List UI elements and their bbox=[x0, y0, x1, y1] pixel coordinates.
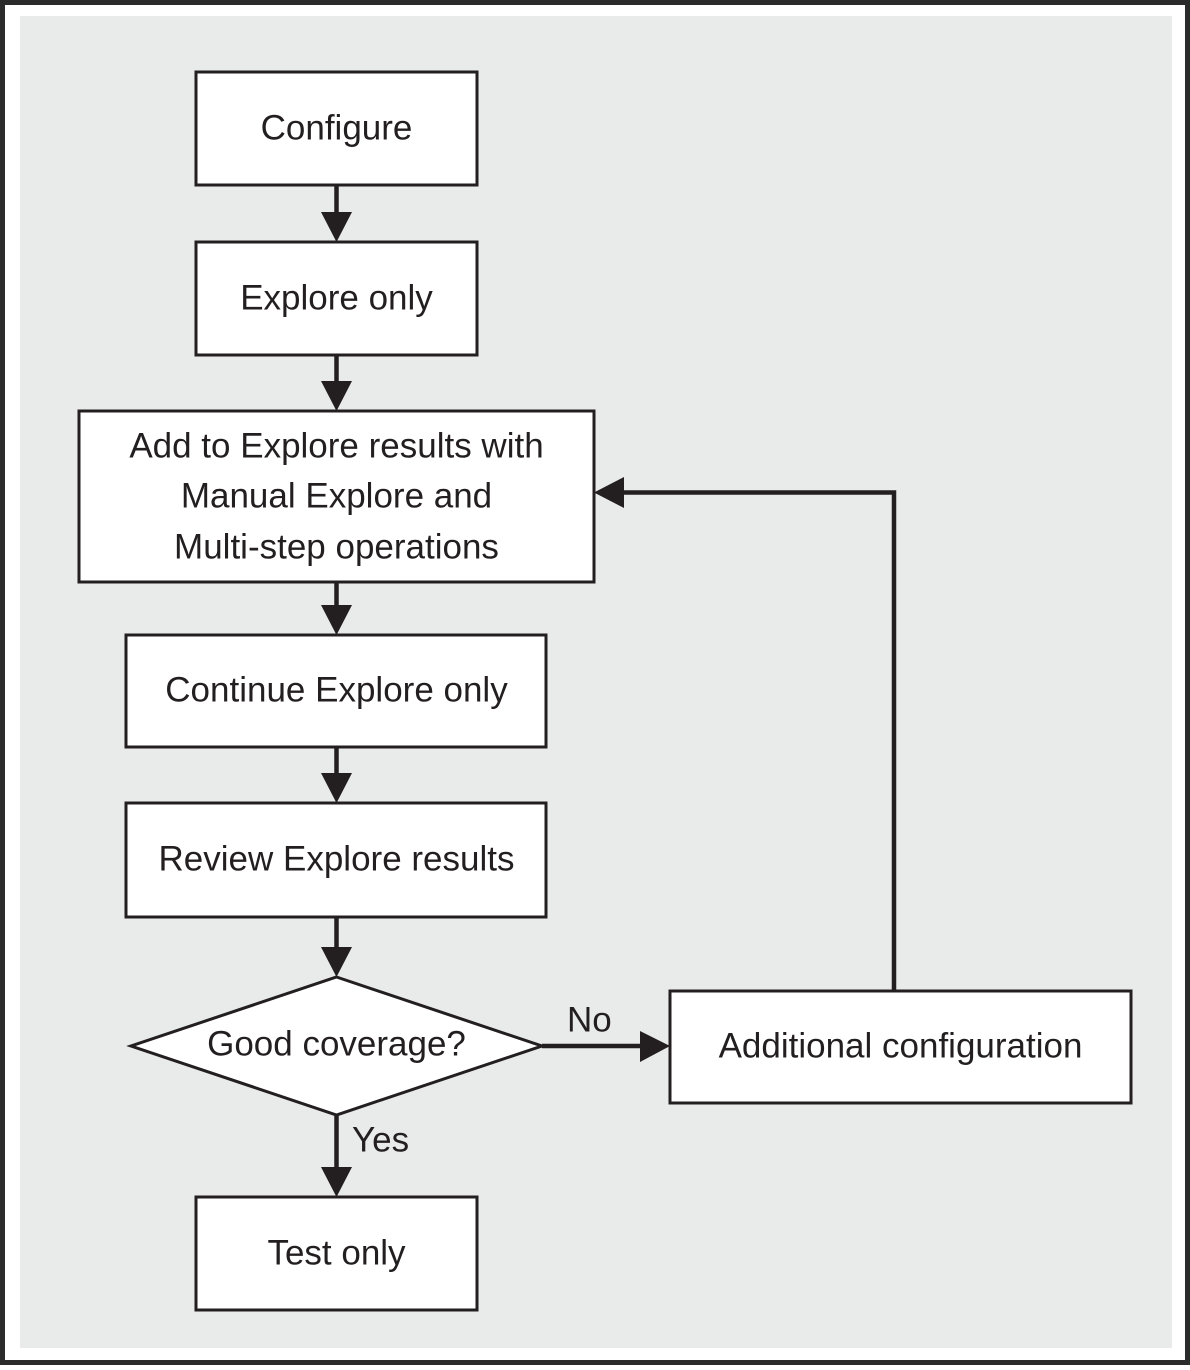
node-continue-explore-only-label: Continue Explore only bbox=[165, 670, 508, 709]
node-good-coverage-label: Good coverage? bbox=[207, 1024, 466, 1063]
edge-label-no: No bbox=[567, 1000, 612, 1039]
node-explore-only[interactable]: Explore only bbox=[194, 240, 479, 357]
edge-good-coverage-no-to-additional bbox=[542, 1031, 670, 1062]
flowchart: Additional configuration --> Test only -… bbox=[77, 70, 1133, 1312]
edge-configure-to-explore-only bbox=[321, 185, 352, 242]
node-configure-label: Configure bbox=[261, 108, 413, 147]
node-review-explore-results[interactable]: Review Explore results bbox=[124, 801, 548, 919]
edge-additional-to-add-to-explore-feedback bbox=[594, 477, 897, 991]
node-additional-configuration-label: Additional configuration bbox=[719, 1026, 1083, 1065]
node-add-to-explore-results[interactable]: Add to Explore results with Manual Explo… bbox=[77, 409, 596, 584]
node-test-only-label: Test only bbox=[267, 1233, 406, 1272]
node-additional-configuration[interactable]: Additional configuration bbox=[668, 989, 1133, 1105]
node-good-coverage-decision[interactable]: Good coverage? bbox=[126, 975, 547, 1117]
edge-explore-only-to-add-to-explore bbox=[321, 355, 352, 411]
edge-continue-to-review bbox=[321, 747, 352, 803]
node-continue-explore-only[interactable]: Continue Explore only bbox=[124, 633, 548, 749]
node-review-explore-results-label: Review Explore results bbox=[159, 839, 515, 878]
node-add-to-explore-results-line-2: Manual Explore and bbox=[181, 476, 492, 515]
node-add-to-explore-results-line-1: Add to Explore results with bbox=[129, 426, 543, 465]
node-explore-only-label: Explore only bbox=[240, 278, 433, 317]
edge-add-to-explore-to-continue bbox=[321, 582, 352, 635]
node-test-only[interactable]: Test only bbox=[194, 1195, 479, 1312]
edge-good-coverage-yes-to-test-only bbox=[321, 1110, 352, 1197]
edge-label-yes: Yes bbox=[352, 1120, 409, 1159]
node-add-to-explore-results-line-3: Multi-step operations bbox=[174, 527, 499, 566]
node-configure[interactable]: Configure bbox=[194, 70, 479, 187]
edge-review-to-good-coverage bbox=[321, 917, 352, 977]
